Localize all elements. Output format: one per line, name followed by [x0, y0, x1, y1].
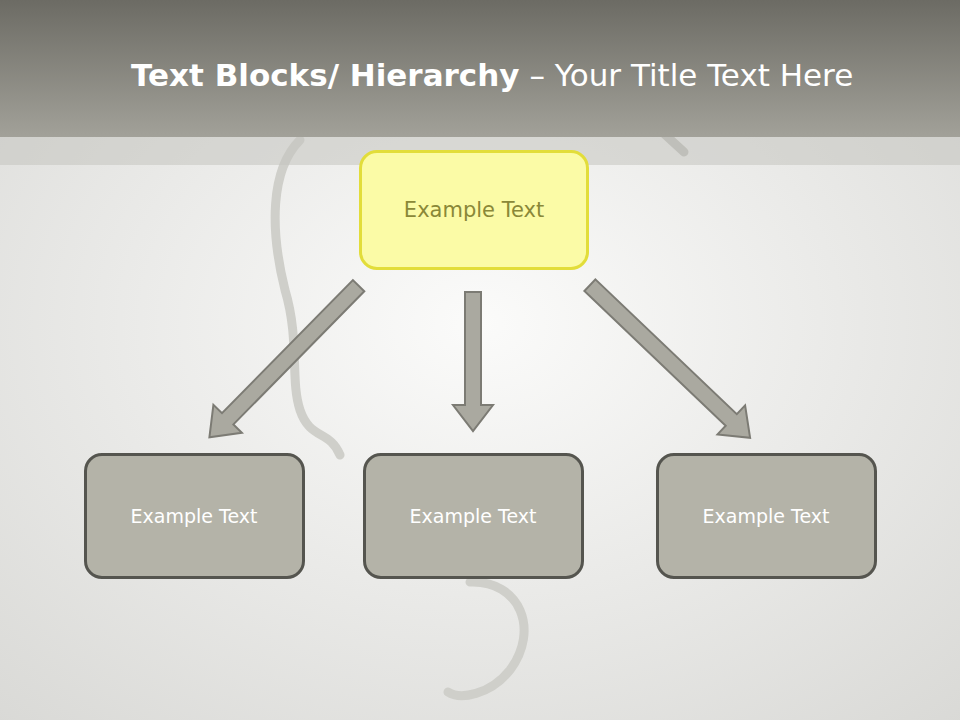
- head-silhouette: [275, 140, 340, 455]
- child-box: Example Text: [656, 453, 877, 579]
- box-text: Example Text: [404, 198, 544, 222]
- head-silhouette: [448, 582, 524, 696]
- block-arrow: [453, 292, 493, 431]
- box-text: Example Text: [410, 505, 537, 527]
- box-text: Example Text: [703, 505, 830, 527]
- box-text: Example Text: [131, 505, 258, 527]
- block-arrow: [584, 279, 750, 437]
- title-bar: Text Blocks/ Hierarchy – Your Title Text …: [131, 52, 853, 98]
- child-box: Example Text: [363, 453, 584, 579]
- root-box: Example Text: [359, 150, 589, 270]
- child-box: Example Text: [84, 453, 305, 579]
- slide-title: Text Blocks/ Hierarchy: [131, 57, 520, 93]
- title-band: [0, 0, 960, 137]
- subtitle-text: – Your Title Text Here: [530, 57, 854, 93]
- block-arrow: [209, 280, 364, 437]
